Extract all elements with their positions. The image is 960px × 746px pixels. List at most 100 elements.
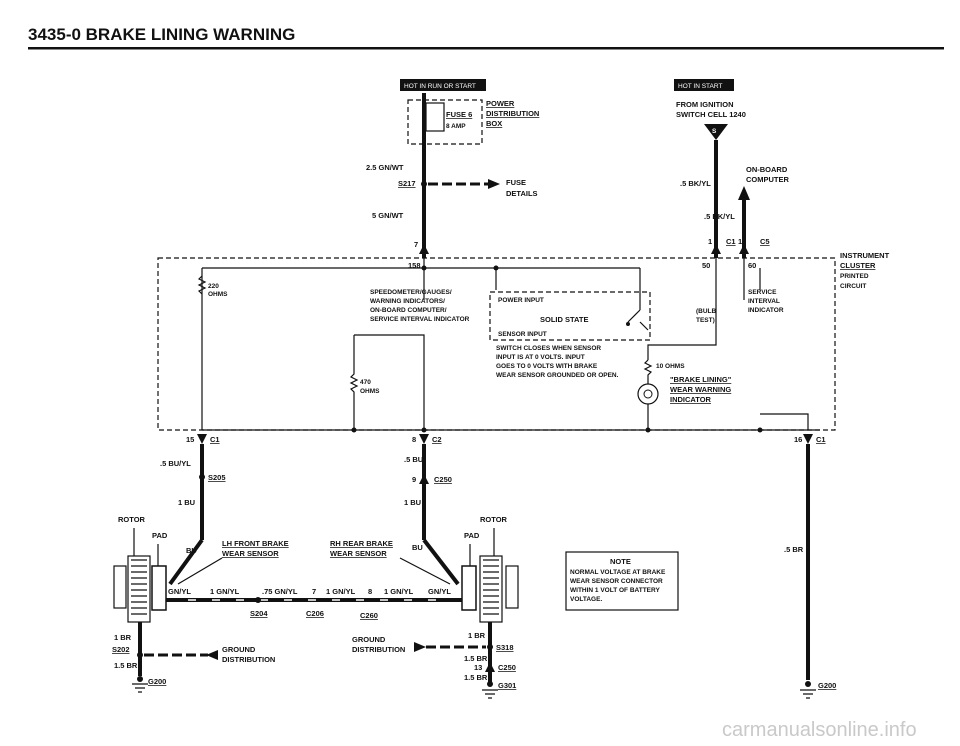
service-1: SERVICE bbox=[748, 289, 777, 296]
node-3 bbox=[351, 427, 357, 433]
wire-1br-left: 1 BR bbox=[114, 633, 132, 642]
hot-start-label: HOT IN START bbox=[678, 83, 722, 90]
pin-13: 13 bbox=[474, 663, 482, 672]
onboard-arrow bbox=[738, 186, 750, 200]
splice-s318-dot bbox=[487, 644, 493, 650]
bulb-1: (BULB bbox=[696, 308, 717, 315]
note-line-1: NORMAL VOLTAGE AT BRAKE bbox=[570, 569, 666, 576]
ground-dist-mid-2: DISTRIBUTION bbox=[352, 645, 405, 654]
wire-5br: .5 BR bbox=[784, 545, 804, 554]
hot-start-badge bbox=[674, 79, 734, 91]
connector-arrow-9 bbox=[419, 474, 429, 484]
connector-c2: C2 bbox=[432, 435, 442, 444]
gnyl-left: GN/YL bbox=[168, 587, 191, 596]
connector-c206: C206 bbox=[306, 609, 324, 618]
resistor-220 bbox=[197, 275, 207, 295]
pin-16: 16 bbox=[794, 435, 802, 444]
r220-1: 220 bbox=[208, 283, 219, 290]
pin-1a: 1 bbox=[708, 237, 712, 246]
splice-s204-dot bbox=[255, 597, 261, 603]
connector-c1-top: C1 bbox=[726, 237, 736, 246]
note-line-4: VOLTAGE. bbox=[570, 596, 602, 603]
ground-g200-left-icon bbox=[132, 683, 148, 693]
warn-2: WEAR WARNING bbox=[670, 385, 731, 394]
connector-c250-upper: C250 bbox=[434, 475, 452, 484]
wire-15br-r2: 1.5 BR bbox=[464, 673, 488, 682]
solid-state-label: SOLID STATE bbox=[540, 315, 588, 324]
sensor-input-label: SENSOR INPUT bbox=[498, 331, 547, 338]
lh-leader bbox=[168, 538, 204, 586]
connector-arrow-7 bbox=[419, 244, 429, 254]
connector-c1-right: C1 bbox=[816, 435, 826, 444]
gnyl-right: GN/YL bbox=[428, 587, 451, 596]
fuse-details-2: DETAILS bbox=[506, 189, 538, 198]
cluster-internal-9 bbox=[760, 413, 809, 430]
ground-dist-left-arrow bbox=[206, 650, 218, 660]
switch-note-2: INPUT IS AT 0 VOLTS. INPUT bbox=[496, 354, 585, 361]
ground-g200-right-icon bbox=[800, 689, 816, 699]
splice-s204: S204 bbox=[250, 609, 268, 618]
ground-dist-left-2: DISTRIBUTION bbox=[222, 655, 275, 664]
note-line-3: WITHIN 1 VOLT OF BATTERY bbox=[570, 587, 660, 594]
node-6 bbox=[757, 427, 763, 433]
power-input-label: POWER INPUT bbox=[498, 297, 544, 304]
cluster-internal-8 bbox=[354, 334, 425, 430]
warn-1: "BRAKE LINING" bbox=[670, 375, 732, 384]
hot-run-start-label: HOT IN RUN OR START bbox=[404, 83, 476, 90]
switch-note-4: WEAR SENSOR GROUNDED OR OPEN. bbox=[496, 372, 619, 379]
connector-c250-lower: C250 bbox=[498, 663, 516, 672]
ground-dist-left-1: GROUND bbox=[222, 645, 256, 654]
pin-8: 8 bbox=[412, 435, 416, 444]
note-line-2: WEAR SENSOR CONNECTOR bbox=[570, 578, 663, 585]
note-title: NOTE bbox=[610, 557, 631, 566]
pin-158: 158 bbox=[408, 261, 421, 270]
wire-05gnwt-label: 5 GN/WT bbox=[372, 211, 404, 220]
g200-right-dot bbox=[805, 681, 811, 687]
lh-sensor-1: LH FRONT BRAKE bbox=[222, 539, 289, 548]
note-box bbox=[565, 551, 679, 611]
fuse-amp: 8 AMP bbox=[446, 123, 466, 130]
ground-g301-icon bbox=[482, 689, 498, 699]
ground-dist-mid-arrow bbox=[414, 642, 426, 652]
left-rotor bbox=[113, 565, 127, 609]
g301-dot bbox=[487, 681, 493, 687]
solid-state-box bbox=[489, 291, 651, 341]
splice-s217 bbox=[421, 181, 427, 187]
wire-1bu-mid: 1 BU bbox=[404, 498, 421, 507]
wire-5bu: .5 BU bbox=[404, 455, 423, 464]
wire-1bu-left: 1 BU bbox=[178, 498, 195, 507]
page-title: 3435-0 BRAKE LINING WARNING bbox=[28, 25, 295, 44]
warning-bulb-icon bbox=[637, 383, 659, 405]
fuse-6 bbox=[425, 102, 445, 132]
wire-5bkyl-b: .5 BK/YL bbox=[704, 212, 735, 221]
ground-g301: G301 bbox=[498, 681, 516, 690]
warn-3: INDICATOR bbox=[670, 395, 712, 404]
s-marker-label: S bbox=[712, 128, 717, 135]
bu-right: BU bbox=[412, 543, 423, 552]
r470-2: OHMS bbox=[360, 388, 380, 395]
speedo-3: ON-BOARD COMPUTER/ bbox=[370, 307, 447, 314]
pin-8-low: 8 bbox=[368, 587, 372, 596]
rh-leader bbox=[422, 538, 460, 586]
node-1 bbox=[421, 265, 427, 271]
wire-25gnwt-label: 2.5 GN/WT bbox=[366, 163, 404, 172]
pin-9: 9 bbox=[412, 475, 416, 484]
title-rule bbox=[28, 47, 944, 50]
wire-5buyl: .5 BU/YL bbox=[160, 459, 191, 468]
fuse-details-1: FUSE bbox=[506, 178, 526, 187]
hot-run-start-badge bbox=[400, 79, 486, 91]
cluster-title-3: PRINTED bbox=[840, 273, 869, 280]
watermark: carmanualsonline.info bbox=[722, 719, 917, 741]
switch-node bbox=[626, 322, 630, 326]
lh-sensor-2: WEAR SENSOR bbox=[222, 549, 279, 558]
wire-15br-r1: 1.5 BR bbox=[464, 654, 488, 663]
fuse-details-arrow bbox=[488, 179, 500, 189]
pad-left: PAD bbox=[152, 531, 168, 540]
pin-1b: 1 bbox=[738, 237, 742, 246]
from-ignition-2: SWITCH CELL 1240 bbox=[676, 110, 746, 119]
splice-s205-label: S205 bbox=[208, 473, 226, 482]
right-sensor bbox=[461, 565, 477, 611]
bulb-2: TEST) bbox=[696, 317, 715, 324]
switch-note-1: SWITCH CLOSES WHEN SENSOR bbox=[496, 345, 601, 352]
pin-15: 15 bbox=[186, 435, 194, 444]
